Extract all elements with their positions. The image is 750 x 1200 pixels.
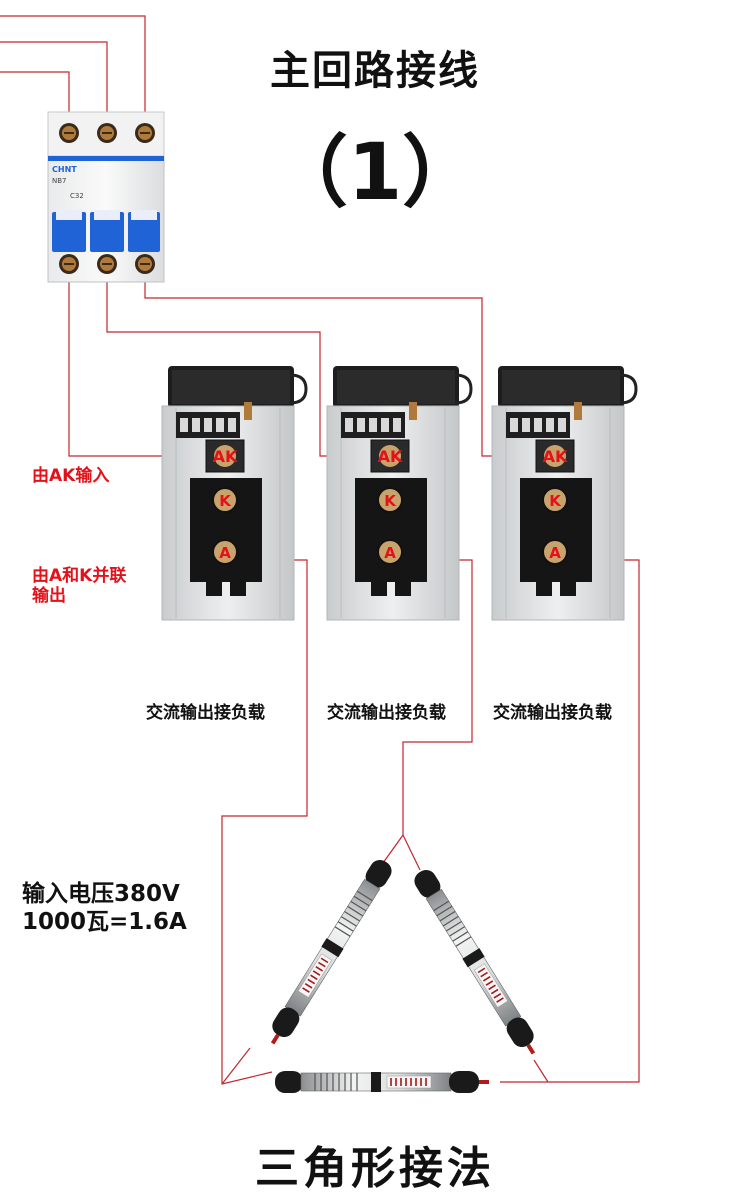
terminal-screw-icon: [369, 418, 377, 432]
heater-rod-right: [409, 865, 544, 1061]
module-assembly-3: AK K A: [491, 366, 638, 621]
heater-triangle: [262, 855, 544, 1094]
page-title: 主回路接线: [270, 48, 480, 94]
fan-cable: [619, 373, 638, 405]
terminal-screw-icon: [381, 418, 389, 432]
thermal-switch-icon: [244, 402, 252, 420]
screw-icon: [58, 253, 80, 275]
k-terminal-label: K: [549, 492, 562, 510]
module-foot: [371, 582, 387, 596]
terminal-screw-icon: [345, 418, 353, 432]
breaker-rating: C32: [70, 192, 84, 200]
terminal-screw-icon: [180, 418, 188, 432]
screw-icon: [134, 253, 156, 275]
terminal-screw-icon: [192, 418, 200, 432]
module-assembly-1: AK K A: [161, 366, 308, 621]
ak-terminal-label: AK: [543, 447, 568, 466]
screw-icon: [96, 122, 118, 144]
fan-cable: [454, 373, 473, 405]
thermal-switch-icon: [574, 402, 582, 420]
fan-icon: [172, 370, 290, 404]
module-foot: [560, 582, 576, 596]
bottom-title: 三角形接法: [255, 1143, 495, 1194]
ak-terminal-label: AK: [378, 447, 403, 466]
ak-terminal-icon: [214, 445, 236, 467]
k-terminal-label: K: [384, 492, 397, 510]
fan-cable: [289, 373, 308, 405]
terminal-screw-icon: [357, 418, 365, 432]
terminal-screw-icon: [510, 418, 518, 432]
a-terminal-icon: [377, 539, 403, 565]
ak-terminal-icon: [379, 445, 401, 467]
module-foot: [395, 582, 411, 596]
fan-icon: [337, 370, 455, 404]
k-terminal-label: K: [219, 492, 232, 510]
screw-icon: [96, 253, 118, 275]
a-terminal-label: A: [549, 544, 561, 562]
circuit-breaker: CHNT NB7 C32: [47, 111, 165, 283]
k-terminal-icon: [542, 487, 568, 513]
module-assembly-2: AK K A: [326, 366, 473, 621]
ac-output-label-2: 交流输出接负载: [327, 703, 446, 723]
terminal-screw-icon: [534, 418, 542, 432]
terminal-screw-icon: [228, 418, 236, 432]
a-terminal-label: A: [384, 544, 396, 562]
module-foot: [230, 582, 246, 596]
k-terminal-icon: [377, 487, 403, 513]
screw-icon: [58, 122, 80, 144]
spec-voltage: 输入电压380V: [22, 881, 180, 907]
ak-terminal-icon: [544, 445, 566, 467]
terminal-screw-icon: [522, 418, 530, 432]
page-subtitle: （1）: [269, 128, 481, 218]
terminal-screw-icon: [204, 418, 212, 432]
terminal-screw-icon: [216, 418, 224, 432]
thermal-switch-icon: [409, 402, 417, 420]
spec-block: 输入电压380V 1000瓦=1.6A: [22, 880, 187, 936]
breaker-toggles: [52, 212, 160, 252]
terminal-screw-icon: [558, 418, 566, 432]
terminal-screw-icon: [546, 418, 554, 432]
fan-icon: [502, 370, 620, 404]
parallel-output-label: 由A和K并联 输出: [32, 566, 126, 606]
a-terminal-icon: [542, 539, 568, 565]
parallel-output-line2: 输出: [32, 586, 66, 606]
a-terminal-label: A: [219, 544, 231, 562]
heater-rod-bottom: [274, 1070, 490, 1094]
parallel-output-line1: 由A和K并联: [32, 566, 127, 586]
a-terminal-icon: [212, 539, 238, 565]
screw-icon: [134, 122, 156, 144]
breaker-model: NB7: [52, 177, 67, 185]
ac-output-label-3: 交流输出接负载: [493, 703, 612, 723]
module-foot: [206, 582, 222, 596]
thyristor-modules: AK K A AK K A AK K A: [161, 366, 638, 621]
module-foot: [536, 582, 552, 596]
ac-output-label-1: 交流输出接负载: [146, 703, 265, 723]
heater-rod-left: [262, 855, 397, 1051]
spec-power: 1000瓦=1.6A: [22, 909, 187, 935]
ak-terminal-label: AK: [213, 447, 238, 466]
ak-input-label: 由AK输入: [32, 466, 110, 486]
terminal-screw-icon: [393, 418, 401, 432]
breaker-brand: CHNT: [52, 165, 77, 174]
k-terminal-icon: [212, 487, 238, 513]
